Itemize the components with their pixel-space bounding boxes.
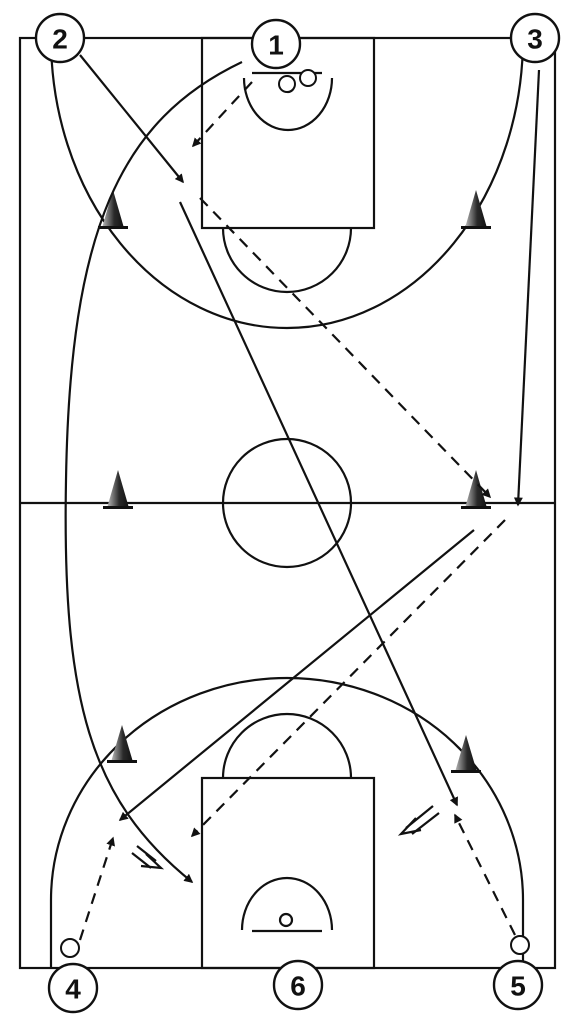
handoff-marks (131, 805, 440, 870)
top-three-point-arc (49, 37, 525, 330)
player-5: 5 (492, 959, 544, 1011)
player-3: 3 (509, 12, 561, 64)
pass-line (199, 197, 492, 499)
pass-lines (78, 81, 516, 941)
top-free-throw-arc (221, 227, 353, 294)
center-circle (221, 437, 353, 569)
move-line (179, 201, 458, 807)
player-label: 4 (65, 974, 81, 1005)
player-1: 1 (250, 18, 302, 70)
player-label: 1 (268, 30, 284, 61)
handoff-arrow-icon (397, 805, 440, 836)
balls (60, 69, 530, 958)
move-line (64, 61, 243, 883)
pass-line (190, 519, 506, 838)
ball-icon (278, 75, 296, 93)
players: 1 2 3 4 5 6 (34, 12, 561, 1014)
top-restricted-arc (242, 77, 334, 132)
bottom-three-point-arc (49, 676, 525, 968)
move-line (513, 69, 541, 507)
cone-icon (98, 190, 128, 229)
cone-icon (461, 190, 491, 229)
ball-icon (299, 69, 317, 87)
player-label: 3 (527, 24, 543, 55)
player-label: 5 (510, 971, 526, 1002)
player-label: 2 (52, 24, 68, 55)
ball-icon (510, 935, 530, 955)
cones (98, 190, 491, 773)
cone-icon (107, 725, 137, 763)
move-line (79, 54, 184, 184)
player-2: 2 (34, 12, 86, 64)
pass-line (78, 836, 115, 941)
cone-icon (461, 470, 491, 509)
top-key (200, 36, 376, 230)
ball-icon (60, 938, 80, 958)
player-label: 6 (290, 971, 306, 1002)
pass-line (191, 81, 253, 148)
bottom-free-throw-arc (221, 712, 353, 779)
bottom-restricted-arc (240, 876, 334, 931)
bottom-rim (278, 912, 294, 928)
movement-lines (64, 54, 541, 883)
pass-line (454, 813, 516, 936)
cone-icon (103, 470, 133, 509)
move-line (118, 529, 475, 821)
bottom-key (200, 776, 376, 970)
player-4: 4 (47, 962, 99, 1014)
handoff-arrow-icon (131, 845, 165, 870)
player-6: 6 (272, 959, 324, 1011)
cone-icon (451, 735, 481, 773)
